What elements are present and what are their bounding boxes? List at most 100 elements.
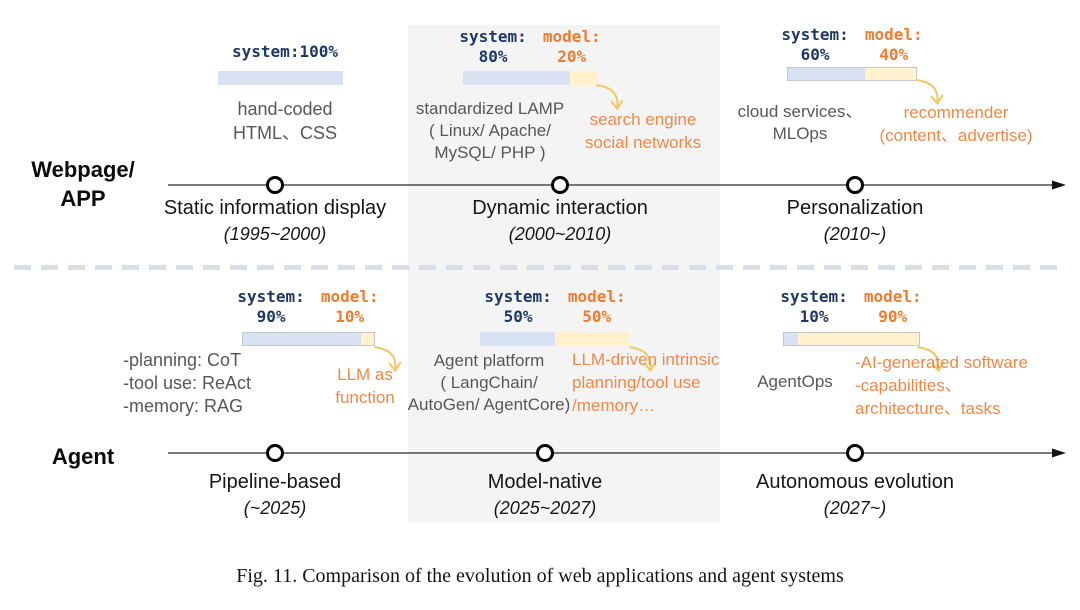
stage-name: Personalization [786,197,924,219]
system-share-value: 100% [299,42,338,61]
curved-arrow-icon [916,79,944,105]
stage-years: (2027~) [823,498,887,518]
system-share-fill [788,68,865,80]
stage-name: Dynamic interaction [472,197,648,219]
model-share-label: model: [542,27,601,46]
model-share-fill [864,68,916,80]
model-share-value: 90% [878,307,908,326]
model-share-fill [797,333,919,345]
system-model-bar [463,71,597,85]
stage-webpage-personalization: system: 60% model: 40% cloud services、 M… [733,25,1068,165]
stage-orange-note: -AI-generated software -capabilities、 ar… [855,353,1028,418]
system-share-value: 60% [800,45,830,64]
stage-years: (2025~2027) [493,498,597,518]
curved-arrow-icon [917,346,945,372]
stage-years: (~2025) [243,498,307,518]
row-label-agent: Agent [51,444,115,469]
stage-gray-note: cloud services、 MLOps [737,102,863,143]
stage-years: (2010~) [823,224,887,244]
share-header: system:100% [205,42,365,62]
milestone-dot [846,444,864,462]
milestone-title-block: Personalization (2010~) [710,196,1000,245]
agent-timeline [168,444,1066,462]
system-share-value: 10% [799,307,829,326]
share-header: system: 90% model: 10% [223,287,393,327]
system-share-label: system: [237,287,305,306]
stage-agent-model-native: system: 50% model: 50% Agent platform ( … [400,287,750,437]
stage-name: Static information display [163,197,387,219]
stage-orange-note: LLM-driven intrinsic planning/tool use /… [572,350,720,415]
system-share-fill [218,71,343,85]
system-model-bar [783,332,920,346]
stage-webpage-dynamic: system: 80% model: 20% standardized LAMP… [403,25,718,165]
system-share-fill [243,333,361,345]
stage-orange-note: recommender (content、advertise) [879,103,1033,145]
model-share: model: 20% [543,27,601,67]
timeline-arrowhead-icon [1052,448,1066,458]
curved-arrow-icon [629,346,657,372]
share-header: system: 60% model: 40% [767,25,937,65]
stage-name: Model-native [487,471,603,493]
row-label-webpage-app: Webpage/ APP [31,157,135,211]
system-model-bar [242,332,375,346]
system-share-fill [480,332,555,346]
curved-arrow-icon [596,84,624,110]
system-share: system: 90% [237,287,304,327]
system-share-label: system: [484,287,552,306]
system-share-label: system: [459,27,527,46]
system-model-bar [787,67,917,81]
stage-orange-note: search engine social networks [584,110,702,152]
stage-agent-pipeline: system: 90% model: 10% -planning: CoT -t… [115,287,415,437]
stage-years: (2000~2010) [508,224,612,244]
stage-name: Autonomous evolution [756,471,954,493]
system-share-fill [463,71,571,85]
stage-gray-note: Agent platform ( LangChain/ AutoGen/ Age… [407,351,571,414]
system-share: system: 60% [781,25,848,65]
stage-name: Pipeline-based [208,471,342,493]
model-share: model: 50% [568,287,626,327]
milestone-dot [266,444,284,462]
share-header: system: 10% model: 90% [766,287,936,327]
model-share: model: 90% [864,287,922,327]
system-share-value: 50% [503,307,533,326]
milestone-dot [536,444,554,462]
milestone-title-block: Autonomous evolution (2027~) [710,470,1000,519]
system-model-bar [218,71,343,85]
stage-gray-note: hand-coded HTML、CSS [232,99,337,143]
milestone-dot [266,176,284,194]
timeline-arrowhead-icon [1052,180,1066,190]
milestone-title-block: Model-native (2025~2027) [400,470,690,519]
model-share-fill [570,71,597,85]
share-header: system: 50% model: 50% [470,287,640,327]
milestone-title-block: Pipeline-based (~2025) [130,470,420,519]
stage-years: (1995~2000) [223,224,327,244]
milestone-dot [551,176,569,194]
model-share-fill [555,332,630,346]
system-share-value: 90% [256,307,286,326]
stage-gray-note: standardized LAMP ( Linux/ Apache/ MySQL… [415,99,565,162]
system-share: system: 50% [484,287,551,327]
stage-gray-note: AgentOps [757,372,833,391]
model-share-label: model: [320,287,379,306]
row-divider-dashed [14,265,1066,270]
milestone-title-block: Static information display (1995~2000) [130,196,420,245]
middle-stage-highlight [408,25,720,523]
system-share-fill [784,333,798,345]
system-share-value: 80% [478,47,508,66]
stage-gray-note: -planning: CoT -tool use: ReAct -memory:… [123,350,252,416]
model-share-fill [360,333,374,345]
model-share-label: model: [864,25,923,44]
milestone-title-block: Dynamic interaction (2000~2010) [415,196,705,245]
webpage-timeline [168,176,1066,194]
model-share: model: 40% [865,25,923,65]
model-share: model: 10% [321,287,379,327]
system-share: system: 80% [459,27,526,67]
model-share-label: model: [567,287,626,306]
figure-caption: Fig. 11. Comparison of the evolution of … [236,565,844,587]
share-header: system: 80% model: 20% [445,27,615,67]
system-share: system: 10% [780,287,847,327]
model-share-label: model: [863,287,922,306]
model-share-value: 10% [335,307,365,326]
stage-agent-autonomous: system: 10% model: 90% AgentOps -AI-gene… [730,287,1075,437]
